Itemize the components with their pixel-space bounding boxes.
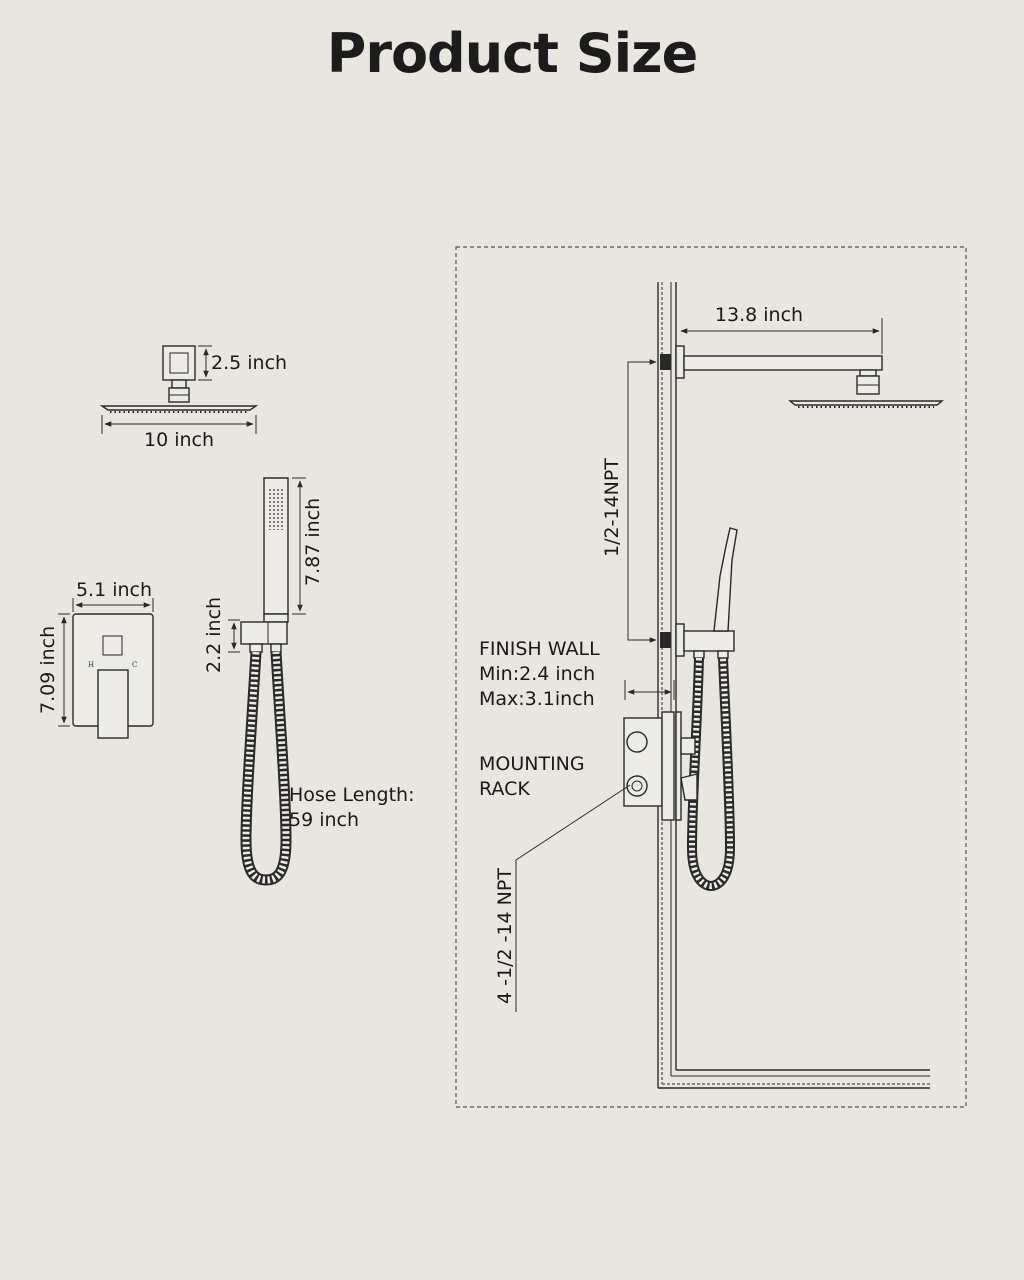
hand-shower: [240, 477, 289, 653]
trim-height-label: 7.09 inch: [37, 626, 59, 714]
wall-supply-elbow: [660, 527, 738, 659]
installation-frame: [455, 246, 967, 1108]
thread-spacing-dimension: [627, 359, 657, 643]
outlets-leader-line: [515, 784, 631, 1012]
wall-section: [657, 282, 930, 1089]
holder-height-dimension: [228, 619, 240, 653]
hot-mark: H: [88, 661, 94, 669]
rain-shower-head: [99, 345, 259, 413]
shower-head-height-dimension: [198, 345, 212, 381]
valve-trim-plate: H C: [72, 613, 154, 739]
arm-length-dimension: [680, 318, 883, 354]
shower-head-width-dimension: [101, 415, 257, 434]
hand-shower-length-dimension: [292, 477, 306, 615]
page-title: Product Size: [326, 22, 698, 85]
mounting-rack-valve: [623, 711, 698, 821]
trim-height-dimension: [58, 613, 70, 727]
shower-arm: [660, 345, 944, 408]
finish-wall-label: FINISH WALL: [479, 638, 600, 660]
cold-mark: C: [132, 661, 137, 669]
holder-height-label: 2.2 inch: [203, 597, 225, 673]
finish-wall-dimension: [624, 680, 675, 700]
wall-hose: [686, 657, 736, 892]
thread-spacing-label: 1/2-14NPT: [601, 458, 623, 557]
shower-head-height-label: 2.5 inch: [211, 352, 287, 374]
outlets-thread-label: 4 -1/2 -14 NPT: [494, 868, 516, 1004]
hose-length-label: Hose Length:: [289, 784, 414, 806]
hand-shower-hose: [240, 651, 292, 886]
shower-head-width-label: 10 inch: [144, 429, 214, 451]
hand-shower-length-label: 7.87 inch: [302, 498, 324, 586]
trim-width-label: 5.1 inch: [76, 579, 152, 601]
finish-wall-max: Max:3.1inch: [479, 688, 595, 710]
mounting-rack-label: MOUNTING: [479, 753, 585, 775]
hose-length-value: 59 inch: [289, 809, 359, 831]
arm-length-label: 13.8 inch: [715, 304, 803, 326]
trim-width-dimension: [72, 598, 154, 612]
finish-wall-min: Min:2.4 inch: [479, 663, 595, 685]
mounting-rack-label-2: RACK: [479, 778, 530, 800]
